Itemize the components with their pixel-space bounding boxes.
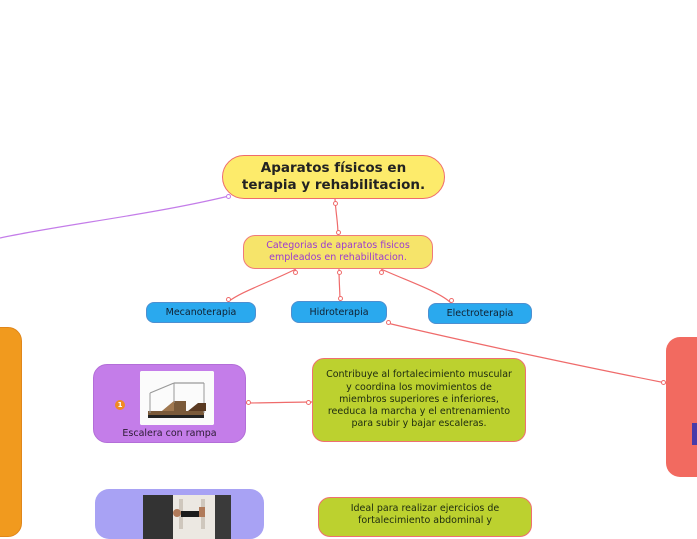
- categories-node[interactable]: Categorias de aparatos fisicos empleados…: [243, 235, 433, 269]
- connector-main-to-offscreen-left: [0, 195, 230, 239]
- connector-handle[interactable]: [306, 400, 311, 405]
- connector-hidroterapia-to-right: [386, 322, 667, 384]
- exercise-image: [143, 495, 231, 539]
- branch-label: Electroterapia: [446, 308, 514, 319]
- branch-hidroterapia[interactable]: Hidroterapia: [291, 301, 387, 323]
- description-node[interactable]: Contribuye al fortalecimiento muscular y…: [312, 358, 526, 442]
- connector-handle[interactable]: [226, 297, 231, 302]
- connector-handle[interactable]: [246, 400, 251, 405]
- connector-stair-to-desc: [245, 401, 313, 404]
- description-node[interactable]: Ideal para realizar ejercicios de fortal…: [318, 497, 532, 537]
- description-text: Contribuye al fortalecimiento muscular y…: [326, 369, 512, 430]
- connector-handle[interactable]: [386, 320, 391, 325]
- branch-mecanoterapia[interactable]: Mecanoterapia: [146, 302, 256, 323]
- connector-handle[interactable]: [337, 270, 342, 275]
- connector-handle[interactable]: [661, 380, 666, 385]
- connector-handle[interactable]: [333, 201, 338, 206]
- offscreen-right-node[interactable]: [666, 337, 697, 477]
- priority-badge: 1: [115, 400, 125, 410]
- connector-handle[interactable]: [449, 298, 454, 303]
- branch-electroterapia[interactable]: Electroterapia: [428, 303, 532, 324]
- connector-categories-to-electroterapia: [380, 268, 452, 304]
- item-label: Escalera con rampa: [122, 428, 217, 439]
- categories-text: Categorias de aparatos fisicos empleados…: [266, 240, 410, 263]
- offscreen-left-node[interactable]: [0, 327, 22, 537]
- connector-handle[interactable]: [338, 296, 343, 301]
- connector-handle[interactable]: [336, 230, 341, 235]
- connector-handle[interactable]: [226, 194, 231, 199]
- item-node-second[interactable]: [95, 489, 264, 539]
- connector-handle[interactable]: [379, 270, 384, 275]
- node-image-fragment: [692, 423, 697, 445]
- branch-label: Mecanoterapia: [165, 307, 237, 318]
- main-topic-text: Aparatos físicos en terapia y rehabilita…: [241, 160, 426, 193]
- connector-handle[interactable]: [293, 270, 298, 275]
- connector-layer: [0, 195, 667, 404]
- stair-ramp-image: [140, 371, 214, 425]
- connector-categories-to-mecanoterapia: [227, 268, 297, 303]
- branch-label: Hidroterapia: [309, 306, 369, 318]
- item-node-escalera[interactable]: 1 Escalera con rampa: [93, 364, 246, 443]
- description-text: Ideal para realizar ejercicios de fortal…: [350, 503, 500, 527]
- main-topic-node[interactable]: Aparatos físicos en terapia y rehabilita…: [222, 155, 445, 199]
